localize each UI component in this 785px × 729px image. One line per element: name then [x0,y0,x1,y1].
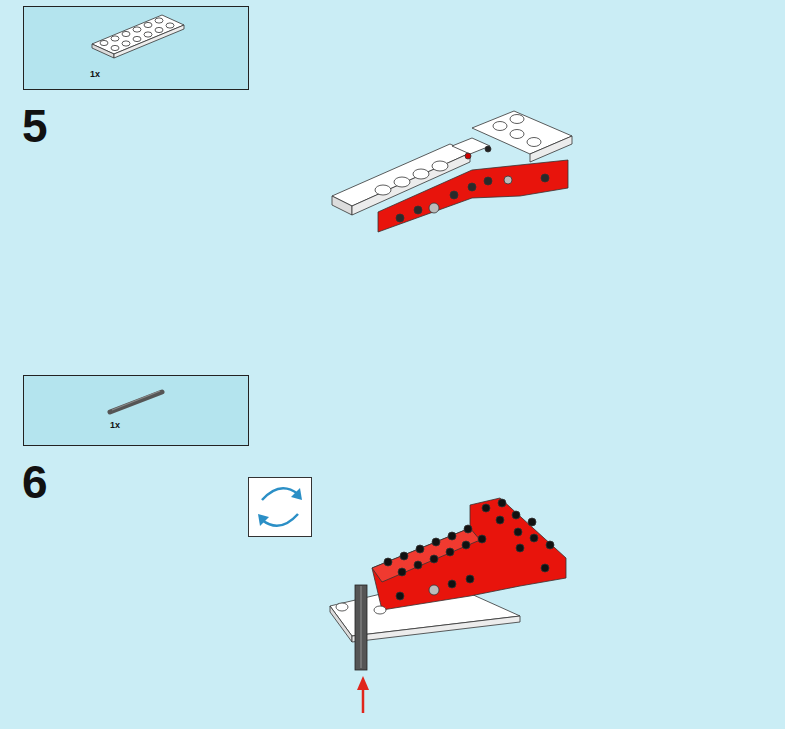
axle-part [110,391,162,412]
axle-inserted [355,585,369,713]
callout-ground [23,375,248,445]
step-number: 6 [22,459,48,505]
step-number: 5 [22,103,48,149]
callout-ground [23,6,248,89]
rotate-icon [249,478,312,537]
step5-model [332,111,572,232]
plate-part [92,15,184,58]
parts-callout: 1x [23,375,249,446]
part-count: 1x [90,69,100,79]
parts-callout: 1x [23,6,249,90]
part-count: 1x [110,420,120,430]
